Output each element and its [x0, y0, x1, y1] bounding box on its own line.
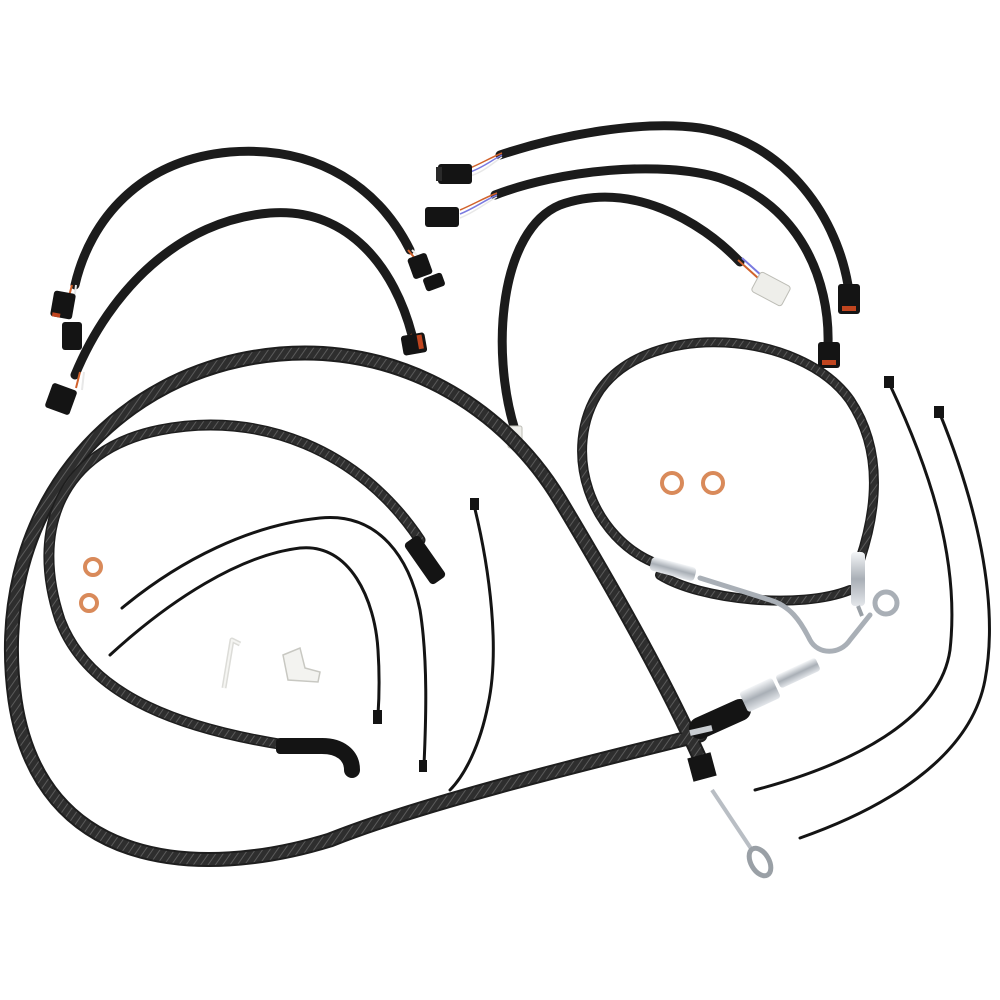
harness-connector-upper-2	[425, 207, 459, 227]
wire-harness-upper-right	[459, 121, 853, 435]
harness-connector-left-3	[45, 383, 77, 415]
brake-line-banjo-fitting	[276, 738, 360, 778]
brake-line-chrome-ferrule	[649, 552, 865, 617]
clutch-cable-end-fitting	[687, 752, 774, 879]
braided-brake-line	[43, 419, 426, 751]
cable-tie-4	[753, 376, 954, 792]
clutch-cable-adjuster	[689, 658, 820, 739]
wire-harness-upper-left	[67, 146, 425, 391]
cable-tie-1	[120, 516, 428, 772]
cable-tie-2	[108, 546, 382, 724]
white-connector-plug	[751, 271, 791, 307]
brake-line-fitting-top	[404, 535, 446, 585]
harness-connector-right-1	[407, 253, 445, 292]
braided-brake-line-loop	[577, 337, 879, 606]
harness-connector-upper-1	[436, 164, 472, 184]
harness-connector-left-2	[62, 322, 82, 350]
harness-connector-left-1	[50, 290, 76, 320]
white-bracket-clip	[221, 637, 242, 689]
brake-line-steel-tube	[697, 575, 900, 654]
braided-clutch-cable	[3, 345, 713, 867]
cable-tie-3	[448, 498, 495, 792]
copper-washer-2	[79, 593, 99, 613]
harness-connector-upper-4	[818, 342, 840, 368]
copper-washer-1	[83, 557, 103, 577]
harness-connector-upper-3	[838, 284, 860, 314]
cable-tie-5	[798, 406, 991, 840]
copper-washer-3	[660, 471, 684, 495]
white-cable-clip	[282, 646, 321, 683]
harness-connector-right-2	[400, 332, 428, 356]
copper-washer-4	[701, 471, 725, 495]
